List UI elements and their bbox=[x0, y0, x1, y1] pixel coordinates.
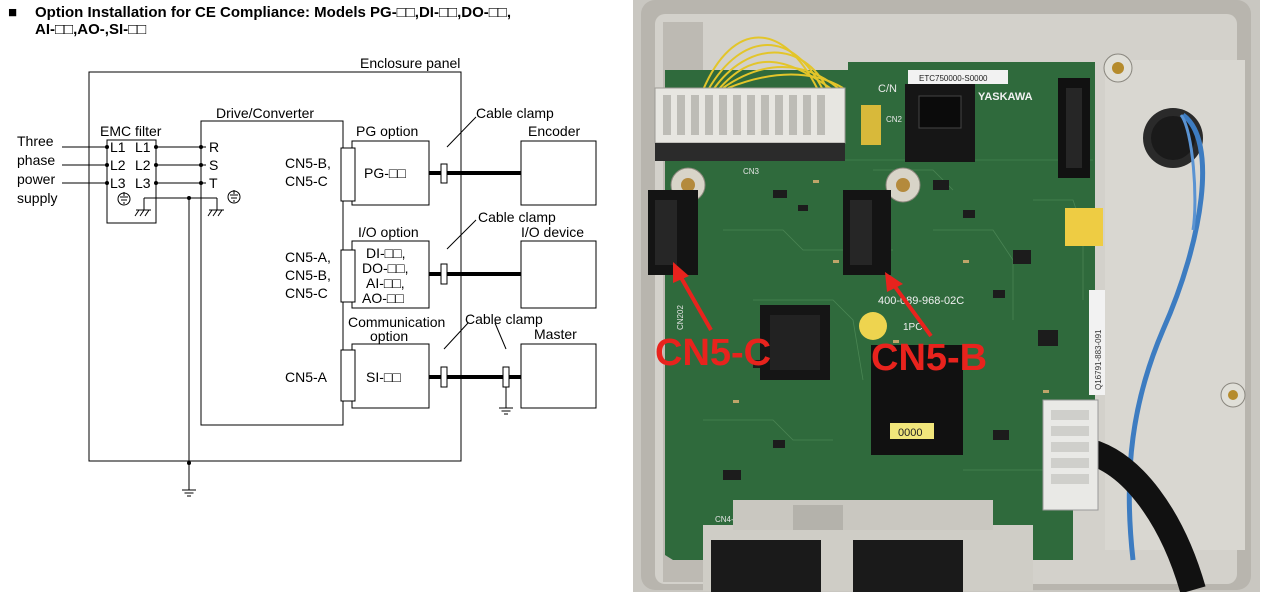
cn2-label: CN2 bbox=[886, 115, 903, 124]
drive-terminal-s: S bbox=[209, 157, 218, 173]
arrows bbox=[673, 262, 933, 338]
title-line-2: AI-□□,AO-,SI-□□ bbox=[35, 21, 147, 38]
part-number-label: 400-089-968-02C bbox=[878, 295, 964, 307]
io-box-line-2: DO-□□, bbox=[362, 260, 408, 276]
comm-clamp-label: Cable clamp bbox=[465, 311, 543, 327]
master-label: Master bbox=[534, 326, 577, 342]
encoder-label: Encoder bbox=[528, 123, 580, 139]
cn4-label: CN4-1 bbox=[715, 515, 739, 524]
io-connector-1: CN5-A, bbox=[285, 249, 331, 265]
arrow-label-cn5-b: CN5-B bbox=[871, 337, 987, 379]
comm-connector: CN5-A bbox=[285, 369, 328, 385]
emc-in-l3: L3 bbox=[110, 175, 126, 191]
title-line-1: Option Installation for CE Compliance: M… bbox=[35, 4, 512, 21]
emc-out-l3: L3 bbox=[135, 175, 151, 191]
comm-option-header-2: option bbox=[370, 328, 408, 344]
pg-clamp-label: Cable clamp bbox=[476, 105, 554, 121]
title-bullet: ■ bbox=[8, 4, 18, 21]
supply-label-4: supply bbox=[17, 190, 57, 206]
emc-in-l1: L1 bbox=[110, 139, 126, 155]
arrow-label-cn5-c: CN5-C bbox=[655, 332, 771, 374]
comm-connector-block bbox=[340, 349, 356, 402]
io-connector-block bbox=[340, 249, 356, 303]
enclosure-panel-box bbox=[88, 71, 462, 462]
pcb bbox=[665, 62, 1095, 560]
brand-label: YASKAWA bbox=[978, 91, 1033, 103]
supply-label-2: phase bbox=[17, 152, 55, 168]
chip-label: 0000 bbox=[898, 427, 922, 439]
master-box bbox=[520, 343, 597, 409]
pg-option-header: PG option bbox=[356, 123, 418, 139]
supply-label-3: power bbox=[17, 171, 55, 187]
io-connector-2: CN5-B, bbox=[285, 267, 331, 283]
vertical-code-label: Q16791-883-091 bbox=[1094, 329, 1103, 390]
board-part-label: ETC750000-S0000 bbox=[919, 74, 988, 83]
io-device-box bbox=[520, 240, 597, 309]
io-box-line-1: DI-□□, bbox=[366, 245, 405, 261]
emc-out-l1: L1 bbox=[135, 139, 151, 155]
emc-in-l2: L2 bbox=[110, 157, 126, 173]
cn202-label: CN202 bbox=[676, 305, 685, 330]
pg-connector-block bbox=[340, 147, 356, 202]
cn3-label: CN3 bbox=[743, 167, 760, 176]
io-box-line-4: AO-□□ bbox=[362, 290, 404, 306]
emc-filter-label: EMC filter bbox=[100, 123, 162, 139]
io-option-header: I/O option bbox=[358, 224, 419, 240]
drive-terminal-r: R bbox=[209, 139, 219, 155]
pg-connector-1: CN5-B, bbox=[285, 155, 331, 171]
emc-out-l2: L2 bbox=[135, 157, 151, 173]
drive-label: Drive/Converter bbox=[216, 105, 314, 121]
pg-connector-2: CN5-C bbox=[285, 173, 328, 189]
board-photo: ETC750000-S0000 YASKAWA C/N CN2 CN3 0000… bbox=[633, 0, 1260, 592]
wiring-diagram: Enclosure panel EMC filter Drive/Convert… bbox=[17, 55, 597, 497]
enclosure-label: Enclosure panel bbox=[360, 55, 460, 71]
comm-box-label: SI-□□ bbox=[366, 369, 401, 385]
io-device-label: I/O device bbox=[521, 224, 584, 240]
io-connector-3: CN5-C bbox=[285, 285, 328, 301]
supply-label-1: Three bbox=[17, 133, 54, 149]
bottom-connector-left bbox=[711, 540, 821, 592]
io-clamp-label: Cable clamp bbox=[478, 209, 556, 225]
io-box-line-3: AI-□□, bbox=[366, 275, 405, 291]
cn-label: C/N bbox=[878, 83, 897, 95]
drive-terminal-t: T bbox=[209, 175, 218, 191]
pcb-mark-label: 1PC bbox=[903, 322, 922, 333]
comm-option-header-1: Communication bbox=[348, 314, 445, 330]
pg-box-label: PG-□□ bbox=[364, 165, 406, 181]
encoder-box bbox=[520, 140, 597, 206]
bottom-connector-right bbox=[853, 540, 963, 592]
